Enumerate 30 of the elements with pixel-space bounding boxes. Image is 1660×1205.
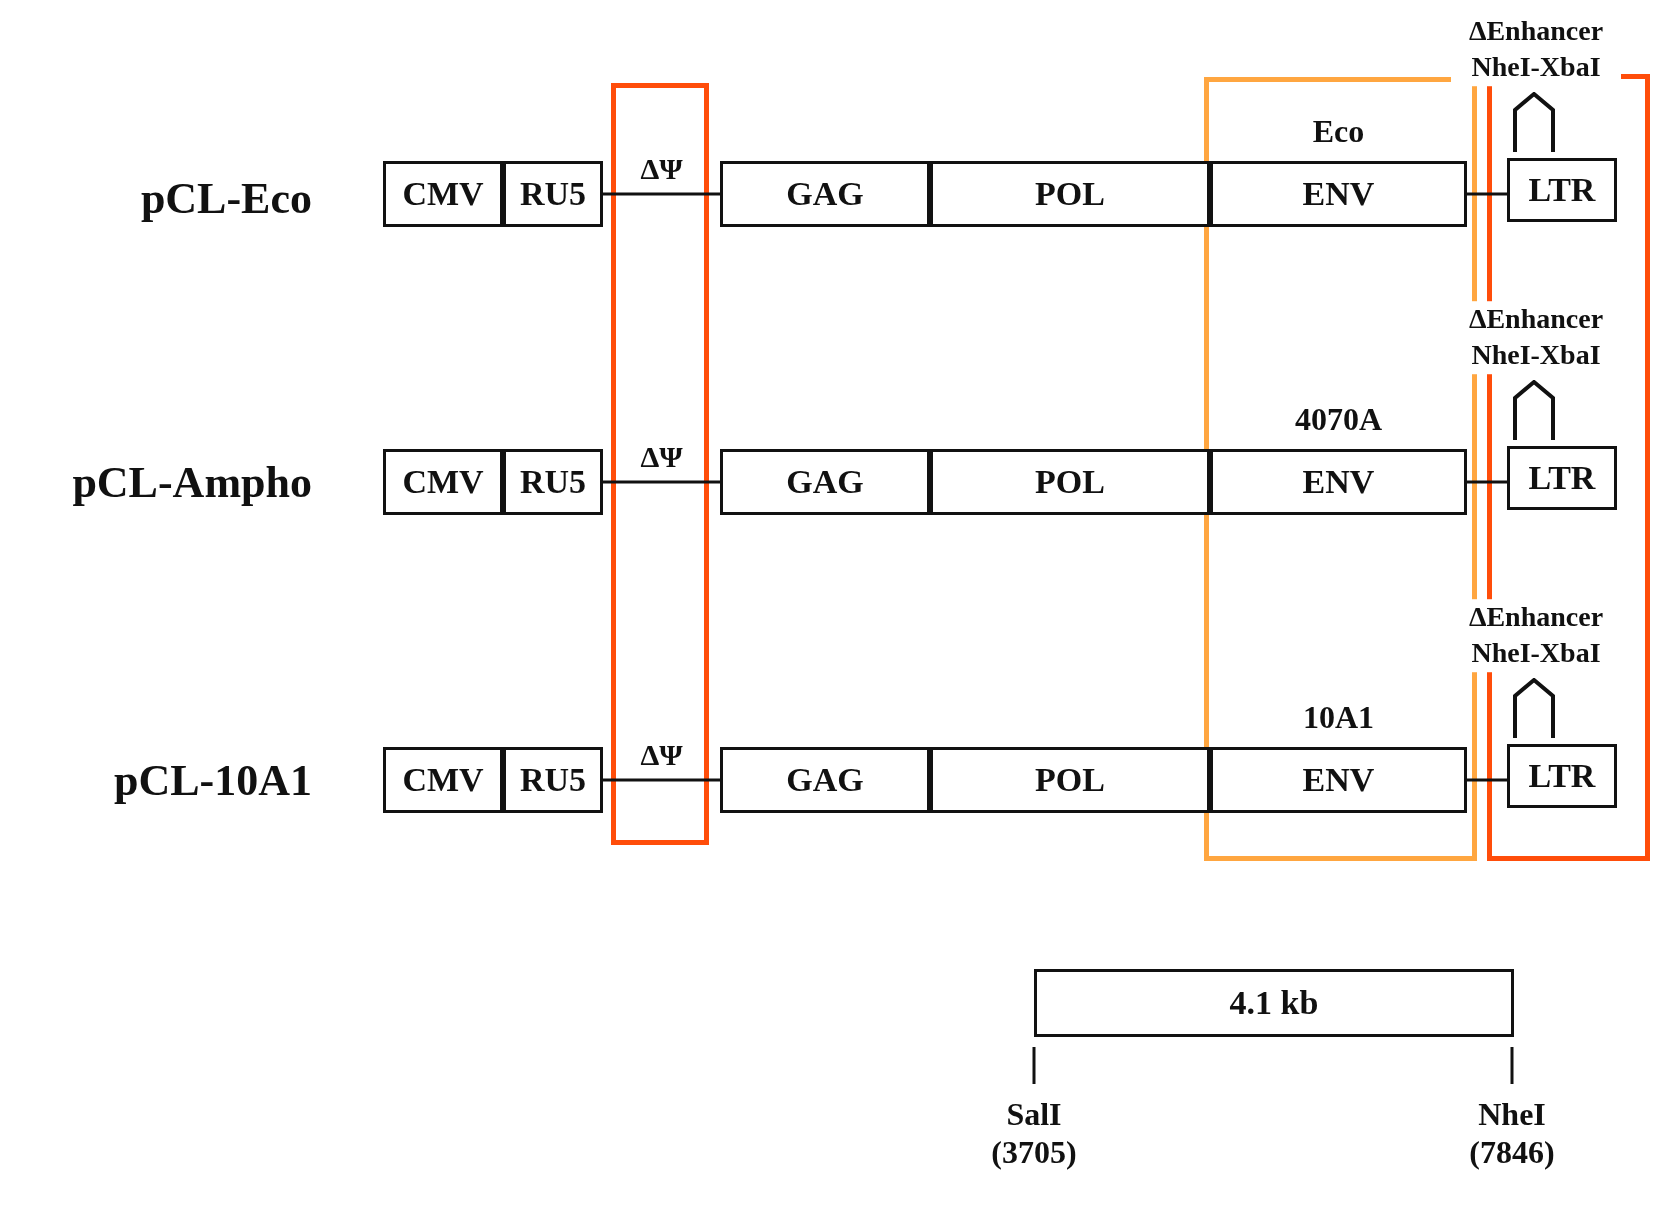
connector-line <box>603 192 720 196</box>
restriction-site-label: SalI (3705) <box>990 1095 1078 1172</box>
gene-segment: RU5 <box>503 747 603 813</box>
construct-name: pCL-10A1 <box>113 754 312 806</box>
construct-name: pCL-Ampho <box>72 456 312 508</box>
restriction-site-label: NheI (7846) <box>1468 1095 1556 1172</box>
gene-segment: LTR <box>1507 158 1617 222</box>
gene-segment: RU5 <box>503 161 603 227</box>
gene-segment: ENV <box>1210 747 1467 813</box>
gene-segment: LTR <box>1507 744 1617 808</box>
gene-segment: GAG <box>720 747 930 813</box>
gene-segment: CMV <box>383 747 503 813</box>
gene-segment: POL <box>930 161 1210 227</box>
gene-segment: GAG <box>720 161 930 227</box>
gene-segment: GAG <box>720 449 930 515</box>
gene-segment: ENV <box>1210 449 1467 515</box>
gene-segment: POL <box>930 449 1210 515</box>
connector-line <box>1467 778 1507 782</box>
construct-name: pCL-Eco <box>140 172 312 224</box>
gene-segment: ENV <box>1210 161 1467 227</box>
scale-bar: 4.1 kb <box>1034 969 1514 1037</box>
gene-segment: LTR <box>1507 446 1617 510</box>
gene-segment: RU5 <box>503 449 603 515</box>
connector-line <box>603 778 720 782</box>
connector-line <box>603 480 720 484</box>
gene-segment: CMV <box>383 161 503 227</box>
connector-line <box>1467 192 1507 196</box>
connector-line <box>1467 480 1507 484</box>
gene-segment: CMV <box>383 449 503 515</box>
gene-segment: POL <box>930 747 1210 813</box>
